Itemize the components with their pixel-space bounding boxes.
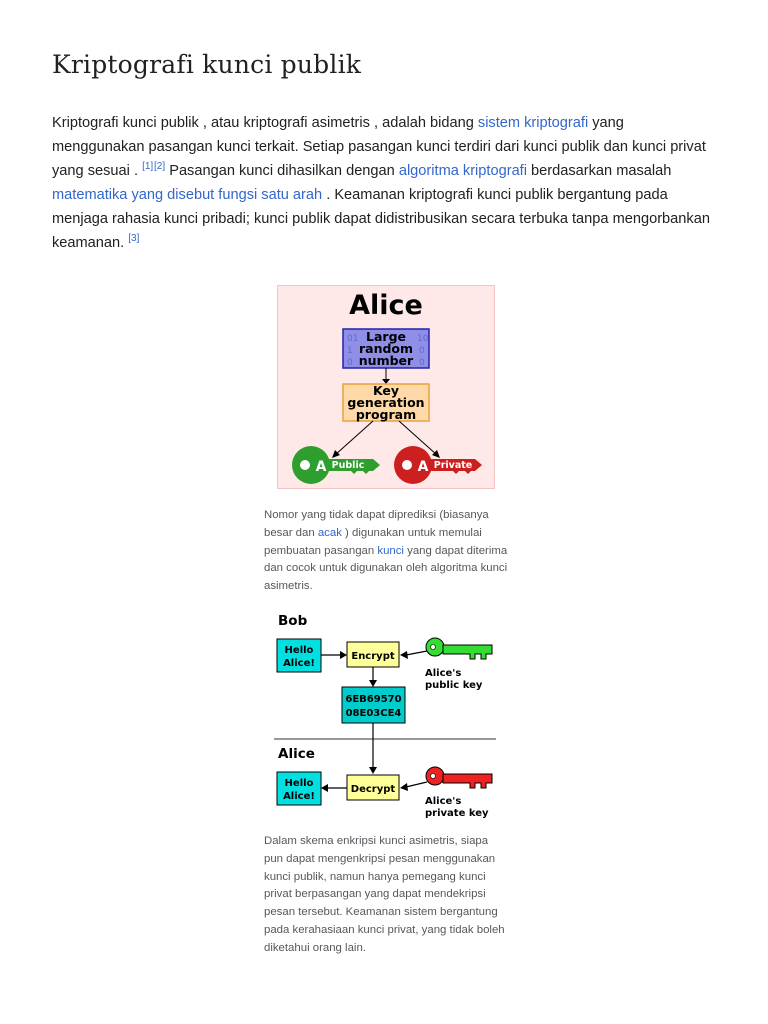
hello-box-bob: Hello Alice! <box>276 638 322 673</box>
svg-text:0: 0 <box>419 346 425 356</box>
bob-label: Bob <box>278 613 308 629</box>
link-sistem-kriptografi[interactable]: sistem kriptografi <box>477 115 589 131</box>
cipher-line-2: 08E03CE4 <box>346 708 402 719</box>
hello1-line-1: Hello <box>285 645 314 656</box>
public-key-icon: A Public <box>292 446 380 484</box>
privkey-line-2: private key <box>425 808 489 819</box>
encrypt-label: Encrypt <box>351 651 394 662</box>
red-key-icon <box>425 766 493 789</box>
binary-digits: 01 <box>347 334 358 344</box>
ref-link-3[interactable]: [3] <box>128 233 140 244</box>
key-generation-box: Key generation program <box>342 383 430 422</box>
public-key-letter: A <box>316 459 327 475</box>
svg-text:10: 10 <box>417 334 429 344</box>
random-line-3: number <box>359 353 414 368</box>
caption1-text-2: ) digunakan untuk memulai pembuatan pasa… <box>264 526 482 557</box>
svg-text:1: 1 <box>347 346 353 356</box>
svg-text:0: 0 <box>419 358 425 368</box>
intro-paragraph: Kriptografi kunci publik , atau kriptogr… <box>52 111 720 255</box>
keygen-line-2: generation <box>347 395 424 410</box>
decrypt-box: Decrypt <box>346 774 400 801</box>
hello1-line-2: Alice! <box>283 658 315 669</box>
page-title: Kriptografi kunci publik <box>52 50 362 79</box>
privkey-line-1: Alice's <box>425 796 461 807</box>
link-fungsi-satu-arah[interactable]: matematika yang disebut fungsi satu arah <box>52 187 323 203</box>
key-generation-figure[interactable]: Alice 01 10 1 0 0 0 Large random number … <box>277 285 495 489</box>
random-number-box: 01 10 1 0 0 0 Large random number <box>342 328 430 369</box>
private-key-icon: A Private <box>394 446 482 484</box>
hello2-line-1: Hello <box>285 778 314 789</box>
alice-title: Alice <box>349 290 423 321</box>
keygen-line-3: program <box>356 407 416 422</box>
encryption-figure[interactable]: Bob Hello Alice! Encrypt Alice's public … <box>272 604 500 826</box>
link-acak[interactable]: acak <box>317 526 342 539</box>
intro-text-2: yang menggunakan pasangan kunci terkait.… <box>52 115 706 179</box>
encrypt-box: Encrypt <box>346 641 400 668</box>
hello-box-alice: Hello Alice! <box>276 771 322 806</box>
hello2-line-2: Alice! <box>283 791 315 802</box>
green-key-icon <box>425 637 493 660</box>
link-algoritma-kriptografi[interactable]: algoritma kriptografi <box>398 163 527 179</box>
cipher-line-1: 6EB69570 <box>345 694 401 705</box>
figure2-caption: Dalam skema enkripsi kunci asimetris, si… <box>264 835 505 954</box>
svg-text:0: 0 <box>347 358 353 368</box>
ciphertext-box: 6EB69570 08E03CE4 <box>341 686 406 724</box>
pubkey-line-2: public key <box>425 680 483 691</box>
intro-text-3: Pasangan kunci dihasilkan dengan <box>165 163 399 179</box>
ref-link-1[interactable]: [1] <box>142 161 154 172</box>
intro-text-1: Kriptografi kunci publik , atau kriptogr… <box>52 115 478 131</box>
arrow-icon <box>340 651 347 659</box>
ref-link-2[interactable]: [2] <box>154 161 166 172</box>
intro-text-4: berdasarkan masalah <box>526 163 672 179</box>
figure1-caption: Nomor yang tidak dapat diprediksi (biasa… <box>264 507 510 596</box>
caption1-text-1: Nomor yang tidak dapat diprediksi (biasa… <box>264 509 489 539</box>
caption1-text-3: yang dapat diterima dan cocok untuk digu… <box>264 544 508 593</box>
public-key-label: Public <box>332 460 365 471</box>
pubkey-line-1: Alice's <box>425 668 461 679</box>
random-line-2: random <box>359 341 413 356</box>
private-key-letter: A <box>418 459 429 475</box>
keygen-line-1: Key <box>373 383 399 398</box>
alice-label: Alice <box>278 746 315 762</box>
decrypt-label: Decrypt <box>351 784 396 795</box>
random-line-1: Large <box>366 329 406 344</box>
link-kunci[interactable]: kunci <box>377 544 404 557</box>
intro-text-5: . Keamanan kriptografi kunci publik berg… <box>52 187 710 251</box>
private-key-label: Private <box>434 460 473 471</box>
